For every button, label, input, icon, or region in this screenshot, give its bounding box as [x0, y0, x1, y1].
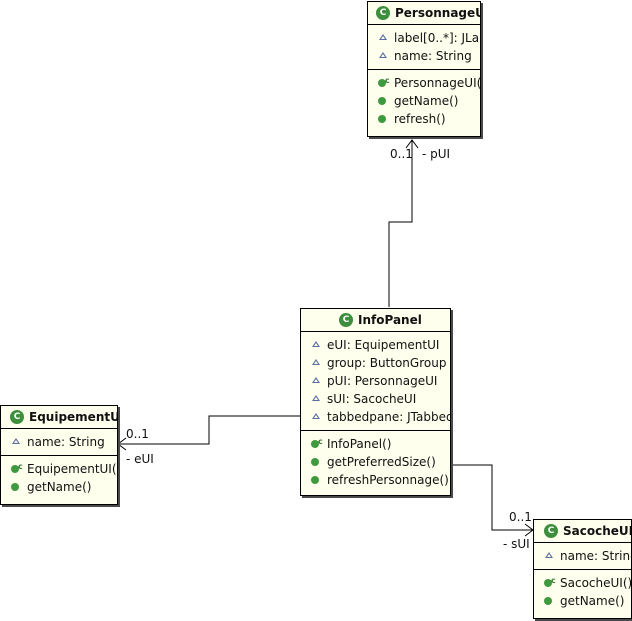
attribute-row: sUI: SacocheUI — [301, 390, 450, 408]
operation-row: EquipementUI() — [1, 458, 117, 478]
operation-row: PersonnageUI() — [368, 72, 480, 92]
attribute-row: eUI: EquipementUI — [301, 336, 450, 354]
class-header: C PersonnageUI — [368, 2, 480, 25]
operation-row: SacocheUI() — [534, 572, 631, 592]
attribute-icon — [379, 34, 387, 40]
operation-row: refresh() — [368, 110, 480, 128]
attribute-icon — [312, 341, 320, 347]
attribute-row: name: String — [1, 433, 117, 451]
operation-row: getPreferredSize() — [301, 453, 450, 471]
operation-row: getName() — [1, 478, 117, 496]
class-icon: C — [339, 313, 353, 327]
class-header: C SacocheUI — [534, 520, 631, 543]
constructor-icon — [378, 72, 390, 90]
class-icon: C — [10, 410, 24, 424]
class-icon: C — [376, 6, 390, 20]
attributes-section: eUI: EquipementUI group: ButtonGroup pUI… — [301, 332, 450, 431]
attribute-icon — [12, 438, 20, 444]
arrowhead-equipement — [117, 437, 127, 451]
constructor-icon — [311, 433, 323, 451]
class-name: SacocheUI — [563, 524, 632, 538]
attributes-section: label[0..*]: JLabel name: String — [368, 25, 480, 70]
class-icon: C — [544, 524, 558, 538]
operation-row: getName() — [534, 592, 631, 610]
attributes-section: name: String — [534, 543, 631, 570]
class-name: EquipementUI — [29, 410, 118, 424]
attribute-row: name: String — [534, 547, 631, 565]
attribute-icon — [312, 395, 320, 401]
multiplicity-label-equipement: 0..1 — [126, 427, 149, 441]
class-box-equipementui[interactable]: C EquipementUI name: String EquipementUI… — [0, 405, 118, 505]
role-label-personnage: - pUI — [422, 147, 451, 161]
class-header: C InfoPanel — [301, 309, 450, 332]
association-line-sacoche — [451, 464, 533, 531]
class-box-sacocheui[interactable]: C SacocheUI name: String SacocheUI() get… — [533, 519, 632, 619]
association-line-personnage — [388, 140, 413, 307]
attribute-row: group: ButtonGroup — [301, 354, 450, 372]
operations-section: InfoPanel() getPreferredSize() refreshPe… — [301, 431, 450, 493]
attribute-row: label[0..*]: JLabel — [368, 29, 480, 47]
class-header: C EquipementUI — [1, 406, 117, 429]
attributes-section: name: String — [1, 429, 117, 456]
attribute-icon — [312, 359, 320, 365]
attribute-icon — [379, 52, 387, 58]
attribute-row: pUI: PersonnageUI — [301, 372, 450, 390]
operations-section: PersonnageUI() getName() refresh() — [368, 70, 480, 132]
class-name: PersonnageUI — [395, 6, 481, 20]
class-box-infopanel[interactable]: C InfoPanel eUI: EquipementUI group: But… — [300, 308, 451, 496]
constructor-icon — [544, 572, 556, 590]
arrowhead-personnage — [405, 139, 419, 149]
class-box-personnageui[interactable]: C PersonnageUI label[0..*]: JLabel name:… — [367, 1, 481, 137]
attribute-icon — [312, 413, 320, 419]
multiplicity-label-sacoche: 0..1 — [509, 510, 532, 524]
method-icon — [311, 476, 319, 484]
method-icon — [11, 483, 19, 491]
constructor-icon — [11, 458, 23, 476]
attribute-row: name: String — [368, 47, 480, 65]
method-icon — [311, 458, 319, 466]
role-label-sacoche: - sUI — [503, 537, 530, 551]
operations-section: EquipementUI() getName() — [1, 456, 117, 500]
multiplicity-label-personnage: 0..1 — [390, 147, 413, 161]
operations-section: SacocheUI() getName() — [534, 570, 631, 614]
method-icon — [378, 115, 386, 123]
association-line-equipement — [118, 415, 300, 445]
method-icon — [544, 597, 552, 605]
method-icon — [378, 97, 386, 105]
attribute-icon — [312, 377, 320, 383]
operation-row: refreshPersonnage() — [301, 471, 450, 489]
operation-row: InfoPanel() — [301, 433, 450, 453]
operation-row: getName() — [368, 92, 480, 110]
role-label-equipement: - eUI — [126, 452, 154, 466]
class-name: InfoPanel — [358, 313, 422, 327]
attribute-icon — [545, 552, 553, 558]
attribute-row: tabbedpane: JTabbedPane — [301, 408, 450, 426]
